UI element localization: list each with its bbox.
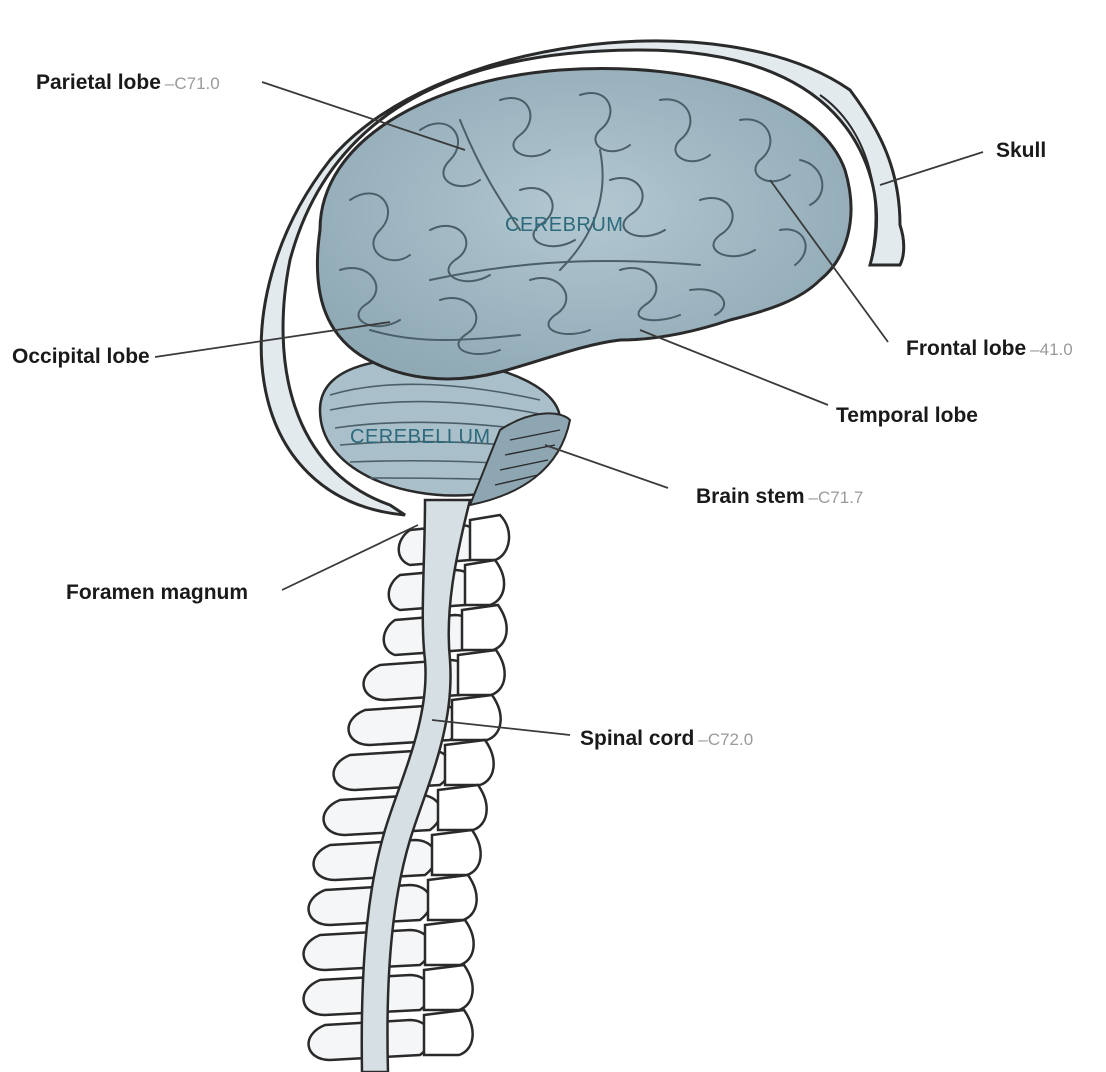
cerebrum-label: CEREBRUM: [505, 215, 623, 235]
frontal-lobe-code: –41.0: [1030, 340, 1073, 359]
occipital-lobe-label: Occipital lobe: [12, 346, 150, 367]
spinal-cord-label: Spinal cord–C72.0: [580, 728, 753, 749]
cerebellum-label: CEREBELLUM: [350, 427, 491, 447]
skull-name: Skull: [996, 139, 1046, 162]
foramen-magnum-name: Foramen magnum: [66, 581, 248, 604]
brain-stem-name: Brain stem: [696, 485, 805, 508]
foramen-magnum-label: Foramen magnum: [66, 582, 248, 603]
parietal-lobe-label: Parietal lobe–C71.0: [36, 72, 220, 93]
skull-label: Skull: [996, 140, 1046, 161]
frontal-lobe-label: Frontal lobe–41.0: [906, 338, 1073, 359]
spinal-cord-code: –C72.0: [698, 730, 753, 749]
occipital-lobe-name: Occipital lobe: [12, 345, 150, 368]
brain-stem-label: Brain stem–C71.7: [696, 486, 863, 507]
parietal-lobe-code: –C71.0: [165, 74, 220, 93]
frontal-lobe-name: Frontal lobe: [906, 337, 1026, 360]
brain-stem-code: –C71.7: [809, 488, 864, 507]
parietal-lobe-name: Parietal lobe: [36, 71, 161, 94]
spinal-cord-name: Spinal cord: [580, 727, 694, 750]
temporal-lobe-label: Temporal lobe: [836, 405, 978, 426]
temporal-lobe-name: Temporal lobe: [836, 404, 978, 427]
